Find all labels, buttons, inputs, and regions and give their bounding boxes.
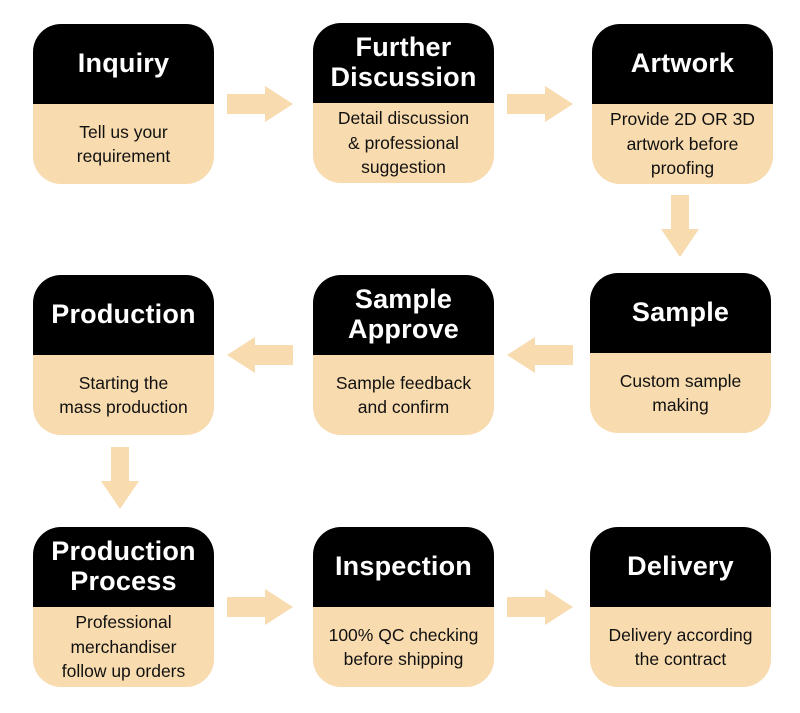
step-description: Starting the mass production	[33, 355, 214, 435]
step-card-production-process: Production Process Professional merchand…	[33, 527, 214, 687]
step-title: Inspection	[313, 527, 494, 607]
step-description: 100% QC checking before shipping	[313, 607, 494, 687]
step-description: Detail discussion & professional suggest…	[313, 103, 494, 183]
step-description: Provide 2D OR 3D artwork before proofing	[592, 104, 773, 184]
step-card-artwork: Artwork Provide 2D OR 3D artwork before …	[592, 24, 773, 184]
arrow-down-icon	[661, 195, 699, 257]
step-title: Delivery	[590, 527, 771, 607]
step-card-inquiry: Inquiry Tell us your requirement	[33, 24, 214, 184]
step-description: Delivery according the contract	[590, 607, 771, 687]
step-title: Production	[33, 275, 214, 355]
arrow-right-icon	[227, 589, 293, 625]
step-title: Production Process	[33, 527, 214, 607]
step-description: Tell us your requirement	[33, 104, 214, 184]
arrow-left-icon	[227, 337, 293, 373]
step-card-production: Production Starting the mass production	[33, 275, 214, 435]
step-description: Sample feedback and confirm	[313, 355, 494, 435]
arrow-down-icon	[101, 447, 139, 509]
arrow-left-icon	[507, 337, 573, 373]
step-title: Inquiry	[33, 24, 214, 104]
step-card-inspection: Inspection 100% QC checking before shipp…	[313, 527, 494, 687]
step-title: Artwork	[592, 24, 773, 104]
step-card-delivery: Delivery Delivery according the contract	[590, 527, 771, 687]
step-description: Professional merchandiser follow up orde…	[33, 607, 214, 687]
step-card-sample-approve: Sample Approve Sample feedback and confi…	[313, 275, 494, 435]
step-title: Further Discussion	[313, 23, 494, 103]
step-title: Sample	[590, 273, 771, 353]
arrow-right-icon	[507, 86, 573, 122]
step-title: Sample Approve	[313, 275, 494, 355]
step-description: Custom sample making	[590, 353, 771, 433]
step-card-further-discussion: Further Discussion Detail discussion & p…	[313, 23, 494, 183]
arrow-right-icon	[507, 589, 573, 625]
step-card-sample: Sample Custom sample making	[590, 273, 771, 433]
arrow-right-icon	[227, 86, 293, 122]
